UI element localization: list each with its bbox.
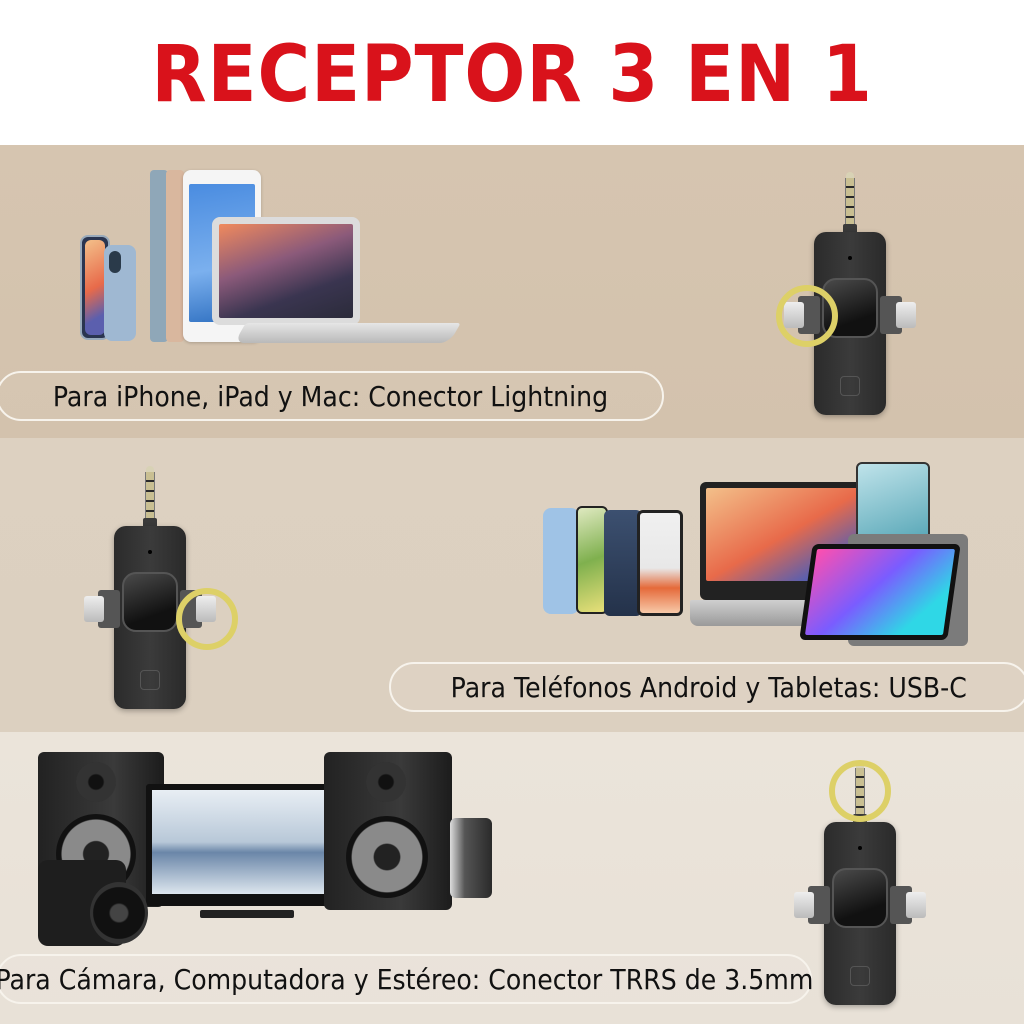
section-label-pill: Para Teléfonos Android y Tabletas: USB-C <box>389 662 1024 712</box>
tablet-image <box>799 544 961 640</box>
android-phone-teal <box>856 462 930 540</box>
usb-c-connector <box>880 296 916 334</box>
highlight-ring <box>176 588 238 650</box>
iphone-back-image <box>104 245 136 341</box>
trrs-jack <box>843 172 857 234</box>
receiver-button <box>122 572 178 632</box>
title-banner: RECEPTOR 3 EN 1 <box>0 0 1024 145</box>
highlight-ring <box>829 760 891 822</box>
page-title: RECEPTOR 3 EN 1 <box>151 29 873 120</box>
android-phone-red <box>637 510 683 616</box>
speaker-right <box>324 752 452 910</box>
logo-icon <box>140 670 160 690</box>
receiver-body <box>824 822 896 1005</box>
receiver-lightning <box>776 172 916 417</box>
subwoofer-image <box>450 818 492 898</box>
trrs-jack <box>143 466 157 528</box>
ipad-side-gold <box>166 170 184 342</box>
logo-icon <box>840 376 860 396</box>
section-lightning: Para iPhone, iPad y Mac: Conector Lightn… <box>0 145 1024 438</box>
receiver-usb-c <box>84 466 238 711</box>
usb-c-connector <box>794 886 830 924</box>
highlight-ring <box>776 285 838 347</box>
receiver-button <box>832 868 888 928</box>
section-usb-c: Para Teléfonos Android y Tabletas: USB-C <box>0 438 1024 732</box>
camera-lens <box>90 882 148 944</box>
receiver-trrs <box>794 760 926 1007</box>
section-label-pill: Para Cámara, Computadora y Estéreo: Cone… <box>0 954 813 1004</box>
section-label: Para Teléfonos Android y Tabletas: USB-C <box>450 670 968 704</box>
receiver-body <box>114 526 186 709</box>
macbook-base <box>234 323 461 343</box>
lightning-connector <box>890 886 926 924</box>
section-label-pill: Para iPhone, iPad y Mac: Conector Lightn… <box>0 371 664 421</box>
section-label: Para iPhone, iPad y Mac: Conector Lightn… <box>52 379 608 413</box>
monitor-image <box>146 784 344 906</box>
section-label: Para Cámara, Computadora y Estéreo: Cone… <box>0 962 813 996</box>
monitor-stand <box>200 910 294 918</box>
android-phone-navy <box>604 510 642 616</box>
ipad-side-blue <box>150 170 168 342</box>
section-trrs: Para Cámara, Computadora y Estéreo: Cone… <box>0 732 1024 1024</box>
logo-icon <box>850 966 870 986</box>
android-phone-blue <box>543 508 579 614</box>
macbook-image <box>212 217 360 325</box>
lightning-connector <box>84 590 120 628</box>
